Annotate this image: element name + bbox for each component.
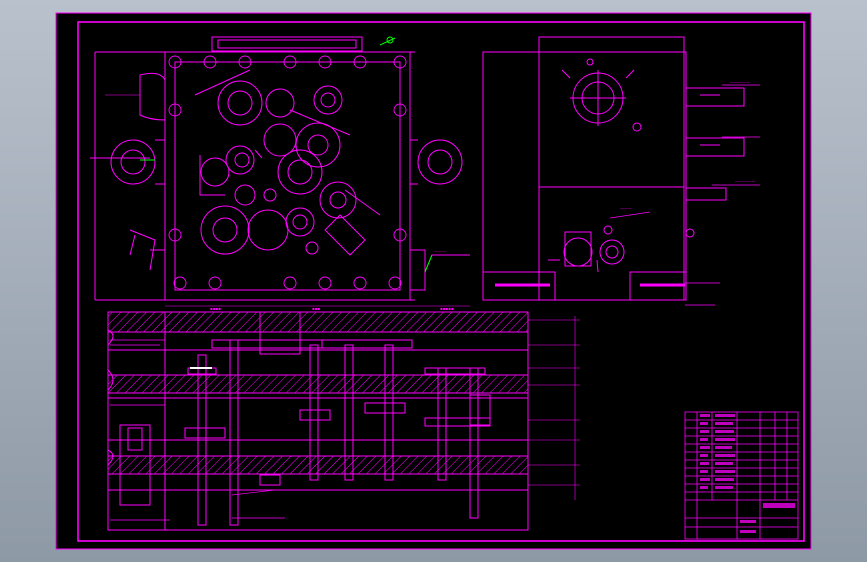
svg-text:———: ——— [620,206,632,211]
title-block [684,411,799,540]
inner-frame [77,21,805,542]
svg-text:▪▪▪▪: ▪▪▪▪ [210,306,221,311]
side-view: ————— ————— ——— [482,36,760,306]
section-view [107,311,580,531]
front-view: ——— ▪▪▪▪ ▪▪▪ ▪▪▪▪▪ [90,36,470,311]
svg-text:—————: ————— [735,179,755,184]
svg-text:▪▪▪▪▪: ▪▪▪▪▪ [440,306,454,311]
svg-text:—————: ————— [730,80,750,85]
svg-text:———: ——— [434,249,446,254]
outer-border [55,12,812,550]
svg-text:▪▪▪: ▪▪▪ [312,306,320,311]
